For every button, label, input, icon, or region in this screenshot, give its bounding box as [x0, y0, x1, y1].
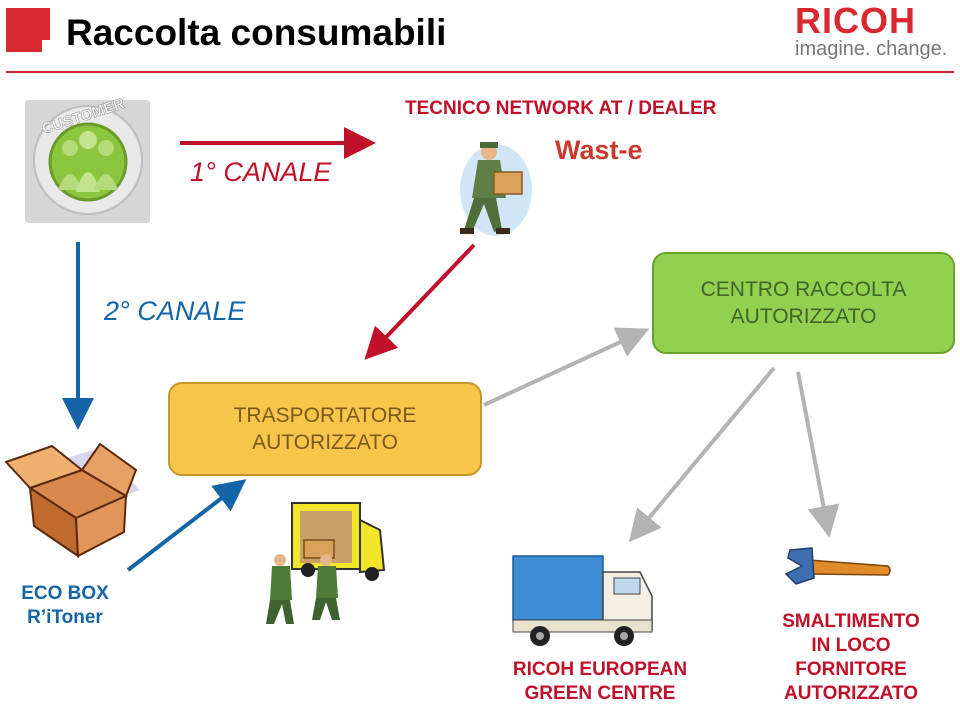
green-centre-line2: GREEN CENTRE [524, 683, 676, 704]
ricoh-logo: RICOH [795, 0, 916, 41]
wrench-icon [784, 547, 891, 585]
arrow-centro-to-green-centre [628, 366, 776, 543]
ricoh-tagline: imagine. change. [795, 38, 948, 60]
customer-badge-icon: CUSTOMER [25, 95, 150, 223]
trasportatore-box: TRASPORTATORE AUTORIZZATO [168, 382, 482, 476]
ecobox-label: ECO BOX R’iToner [10, 582, 120, 630]
smaltimento-line2: IN LOCO [811, 635, 891, 656]
centro-line1: CENTRO RACCOLTA [700, 278, 907, 301]
page-title: Raccolta consumabili [66, 12, 447, 53]
tecnico-label: TECNICO NETWORK AT / DEALER [405, 98, 717, 119]
smaltimento-line1: SMALTIMENTO [782, 611, 920, 632]
canale2-label: 2° CANALE [104, 296, 246, 326]
delivery-man-icon [460, 142, 532, 236]
centro-line2: AUTORIZZATO [730, 305, 877, 328]
arrow-trasportatore-to-centro [483, 327, 650, 407]
arrow-centro-to-smaltimento [796, 371, 840, 538]
centro-raccolta-box: CENTRO RACCOLTA AUTORIZZATO [652, 252, 955, 354]
truck-icon [512, 555, 653, 646]
smaltimento-label: SMALTIMENTO IN LOCO FORNITORE AUTORIZZAT… [776, 610, 926, 706]
canale1-label: 1° CANALE [190, 157, 332, 187]
arrow-ecobox-to-trasportatore [126, 479, 247, 572]
smaltimento-line3: FORNITORE [795, 659, 907, 680]
green-centre-label: RICOH EUROPEAN GREEN CENTRE [505, 658, 695, 706]
ecobox-line1: ECO BOX [21, 583, 109, 604]
green-centre-line1: RICOH EUROPEAN [512, 659, 688, 680]
smaltimento-line4: AUTORIZZATO [783, 683, 919, 704]
arrow-tecnico-to-trasportatore [364, 243, 476, 360]
header-divider [6, 71, 954, 73]
ecobox-line2: R’iToner [27, 607, 103, 628]
trasportatore-line2: AUTORIZZATO [252, 431, 398, 454]
trasportatore-line1: TRASPORTATORE [233, 404, 417, 427]
moving-van-icon [266, 502, 386, 624]
title-accent-notch [42, 40, 54, 52]
cardboard-box-icon [4, 442, 140, 558]
waste-label: Wast-e [555, 135, 643, 165]
